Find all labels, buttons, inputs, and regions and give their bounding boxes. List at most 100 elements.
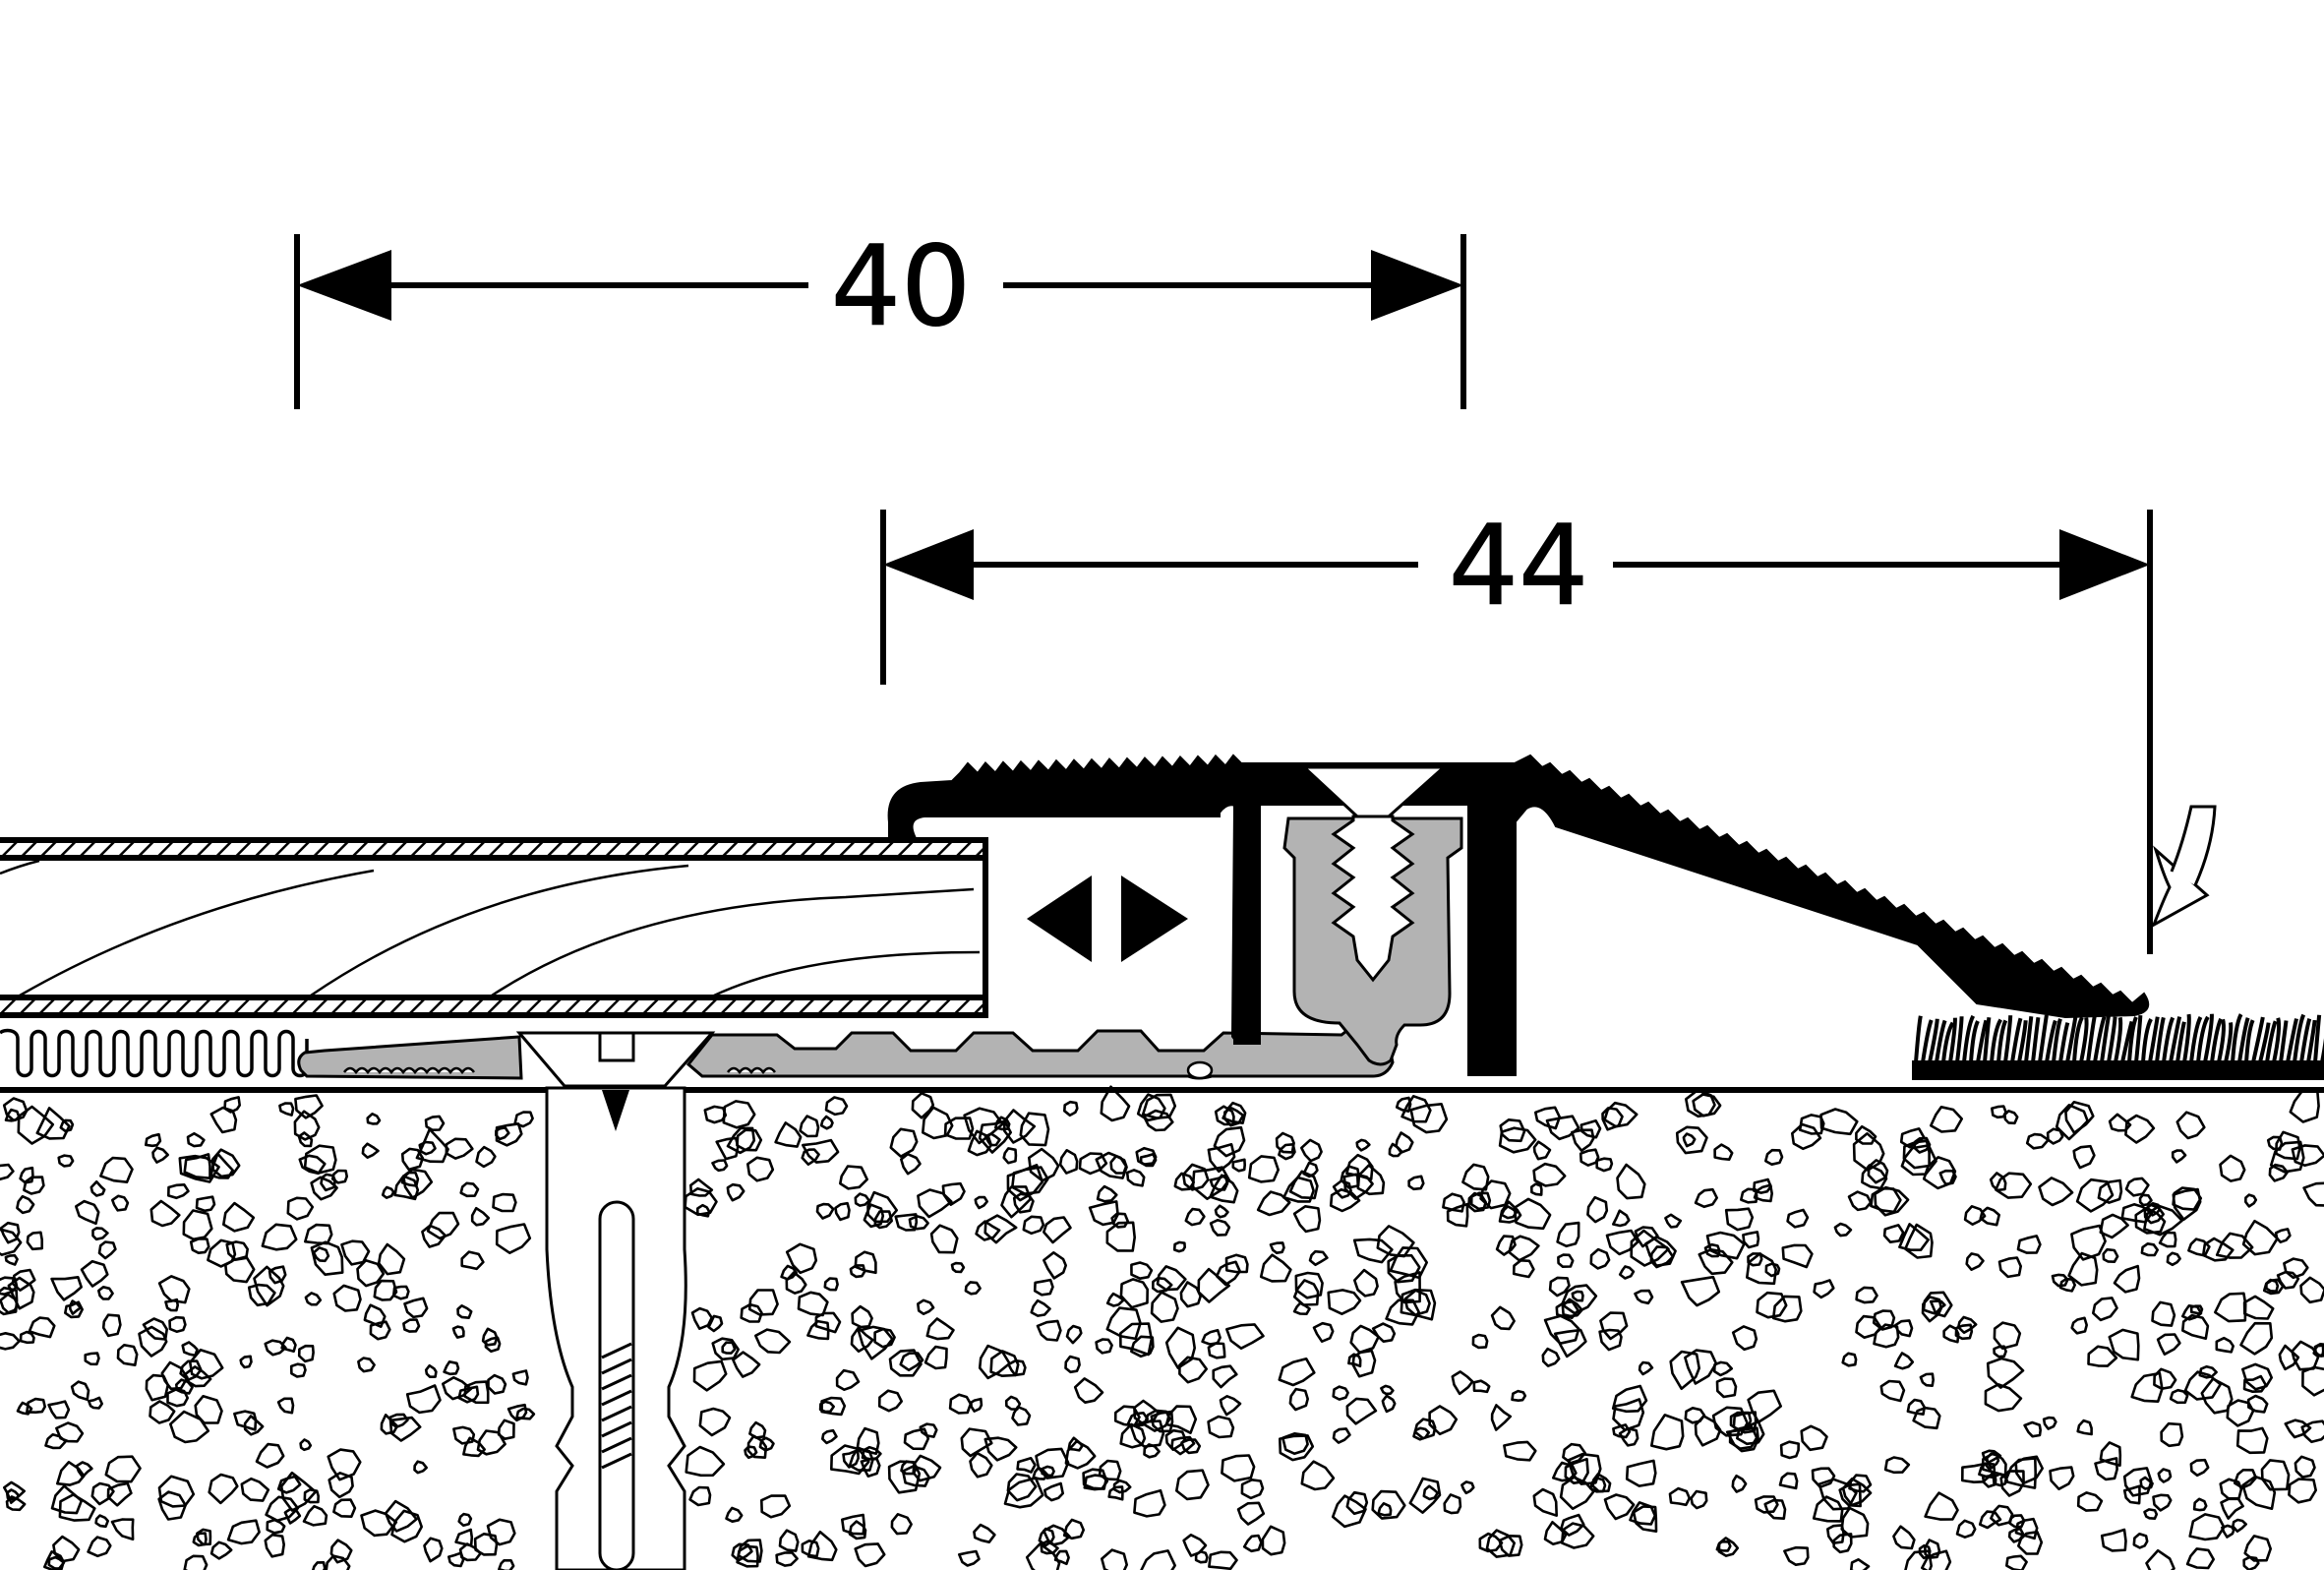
pebble — [226, 1519, 261, 1545]
pebble — [304, 1223, 333, 1245]
pebble — [1690, 1489, 1708, 1510]
pebble — [1553, 1328, 1587, 1359]
pebble — [2130, 1371, 2164, 1403]
pebble — [2156, 1333, 2181, 1356]
pebble — [854, 1192, 871, 1207]
pebble — [1000, 1185, 1032, 1219]
pebble — [2023, 1420, 2042, 1438]
pebble — [747, 1289, 779, 1316]
pebble — [806, 1319, 830, 1341]
pebble — [1275, 1131, 1295, 1154]
carpet-fiber — [2107, 1016, 2117, 1063]
pebble — [186, 1131, 206, 1148]
pebble — [1395, 1096, 1412, 1113]
pebble — [1033, 1278, 1054, 1297]
pebble — [189, 1238, 210, 1254]
pebble — [1300, 1138, 1323, 1163]
pebble — [2157, 1468, 2173, 1483]
pebble — [1221, 1454, 1256, 1482]
pebble — [1422, 1484, 1440, 1501]
pebble — [1618, 1426, 1639, 1447]
pebble — [917, 1298, 935, 1315]
carpet-fiber — [2045, 1019, 2057, 1063]
carpet-fiber — [2052, 1018, 2062, 1063]
pebble — [1022, 1215, 1045, 1236]
pebble — [1612, 1398, 1645, 1431]
pebble — [1460, 1480, 1475, 1495]
pebble — [1129, 1419, 1165, 1448]
pebble — [894, 1213, 919, 1232]
carpet-fiber — [2169, 1016, 2182, 1063]
pebble — [1650, 1414, 1685, 1451]
pebble — [1408, 1477, 1442, 1514]
pebble — [1012, 1192, 1035, 1214]
pebble — [2124, 1177, 2150, 1197]
pebble — [50, 1484, 84, 1515]
pebble — [23, 1176, 45, 1195]
pebble — [400, 1171, 420, 1187]
carpet-fiber — [2127, 1016, 2138, 1063]
pebble — [924, 1345, 948, 1370]
pebble — [91, 1227, 109, 1241]
pebble — [2214, 1292, 2247, 1323]
pebble — [1883, 1456, 1911, 1475]
pebble — [1904, 1223, 1934, 1259]
pebble — [1345, 1153, 1374, 1180]
pebble — [1598, 1328, 1623, 1352]
pebble — [2192, 1497, 2208, 1512]
pebble — [1675, 1125, 1708, 1155]
pebble — [967, 1129, 993, 1157]
pebble — [1135, 1146, 1158, 1166]
pebble — [293, 1110, 321, 1141]
pebble — [1110, 1212, 1129, 1229]
pebble — [445, 1137, 474, 1160]
pebble — [265, 1495, 300, 1523]
pebble — [2198, 1364, 2218, 1379]
pebble — [2143, 1204, 2183, 1237]
pebble — [703, 1105, 728, 1124]
carpet — [1912, 1013, 2324, 1080]
pebble — [456, 1304, 473, 1319]
pebble — [1259, 1253, 1292, 1283]
pebble — [2058, 1277, 2076, 1293]
pebble — [476, 1429, 507, 1456]
pebble — [4, 1108, 21, 1122]
pebble — [157, 1475, 196, 1508]
pebble — [740, 1302, 763, 1323]
curved-arrow-icon — [2151, 805, 2217, 929]
pebble — [3, 1480, 26, 1504]
carpet-fiber — [2189, 1016, 2203, 1063]
pebble — [2242, 1555, 2260, 1570]
pebble — [1043, 1481, 1064, 1502]
pebble — [1011, 1405, 1032, 1426]
pebble — [2108, 1328, 2140, 1361]
pebble — [181, 1341, 199, 1358]
pebble — [1207, 1342, 1226, 1359]
pebble — [746, 1156, 775, 1182]
pebble — [88, 1396, 103, 1410]
pebble — [1638, 1360, 1654, 1376]
pebble — [1139, 1152, 1158, 1168]
pebble — [1261, 1525, 1286, 1556]
pebble — [1385, 1298, 1420, 1326]
pebble — [460, 1250, 485, 1271]
pebble — [17, 1105, 55, 1145]
pebble — [2183, 1370, 2222, 1401]
carpet-fiber — [2134, 1015, 2143, 1063]
pebble — [276, 1397, 295, 1415]
pebble — [329, 1539, 353, 1564]
pebble — [1143, 1443, 1161, 1459]
pebble — [911, 1092, 935, 1119]
carpet-fiber — [2079, 1017, 2089, 1063]
pebble — [97, 1286, 114, 1300]
pebble — [1855, 1286, 1878, 1304]
pebble — [1064, 1439, 1097, 1470]
pebble — [1571, 1128, 1595, 1152]
pebble — [903, 1427, 930, 1451]
carpet-fiber — [1962, 1014, 1976, 1063]
pebble — [2244, 1193, 2258, 1208]
pebble — [2153, 1367, 2177, 1390]
pebble — [1409, 1103, 1449, 1134]
pebble — [725, 1506, 744, 1523]
pebble — [1446, 1202, 1469, 1228]
